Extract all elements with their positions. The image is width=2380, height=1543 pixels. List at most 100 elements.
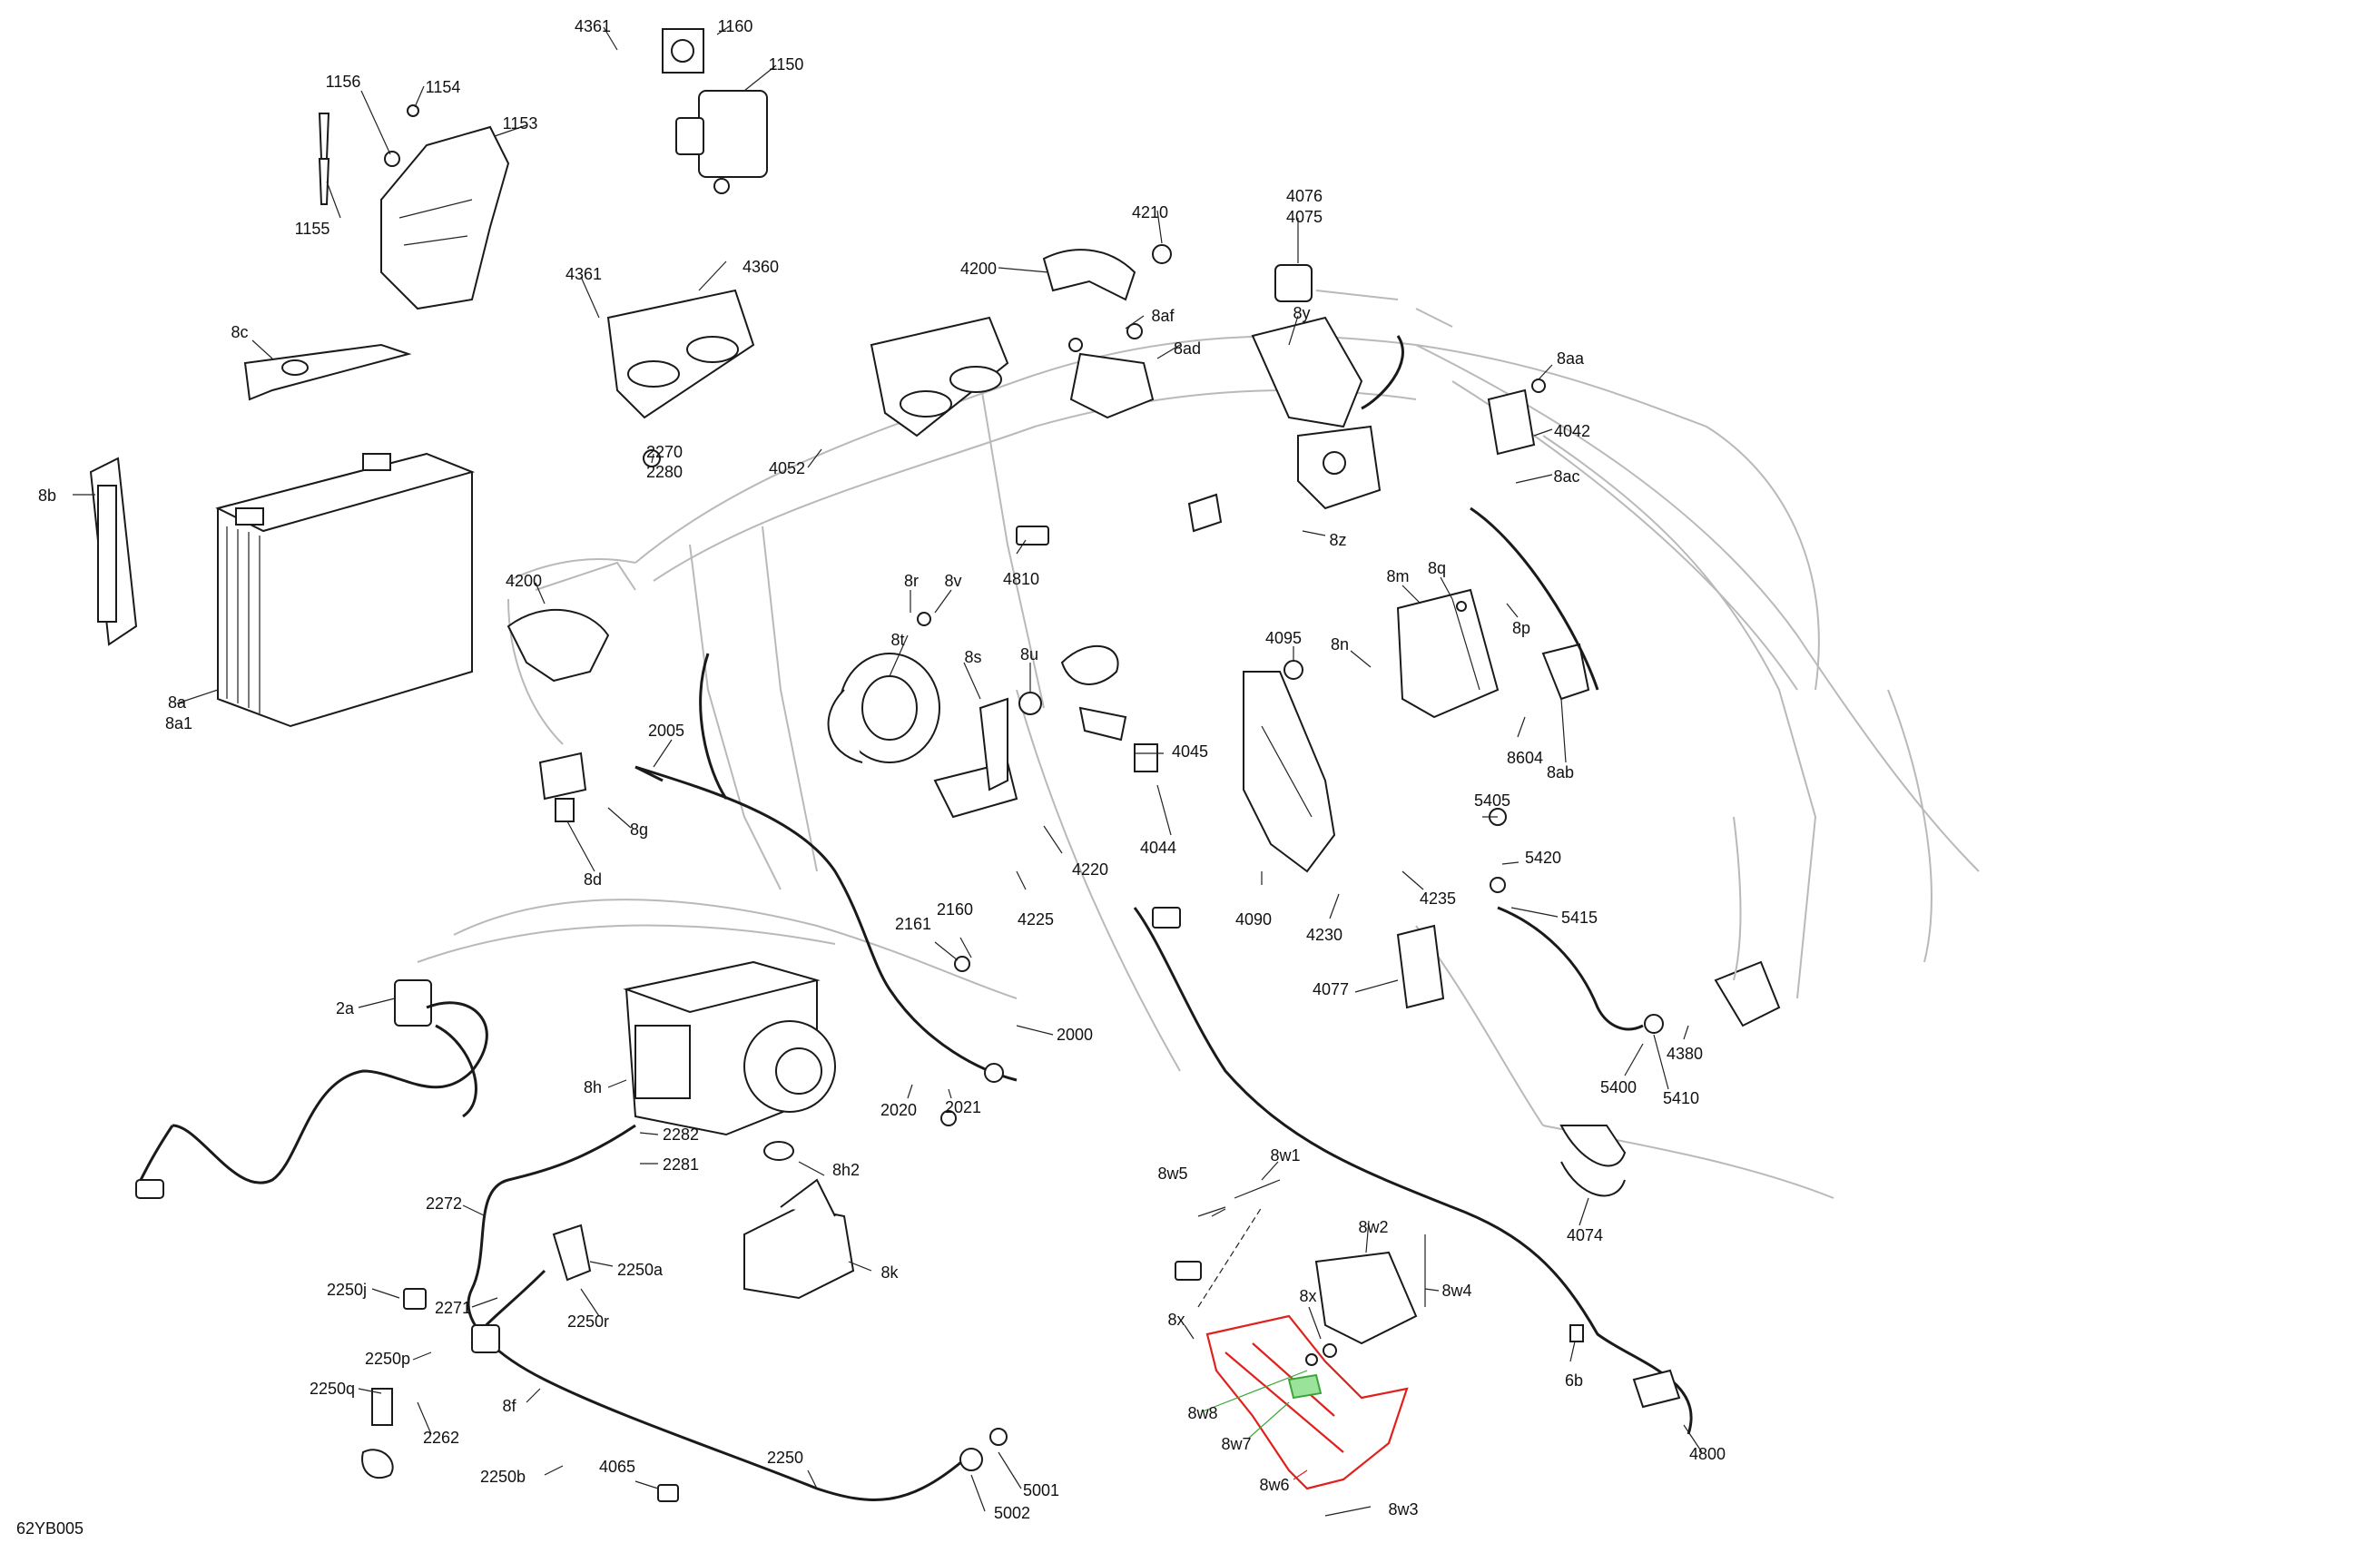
callout-label: 8m — [1386, 567, 1409, 585]
callout-label: 4074 — [1567, 1226, 1603, 1244]
callout-label: 8w1 — [1270, 1146, 1300, 1165]
callout-label: 5002 — [994, 1504, 1030, 1522]
bracket-8k — [743, 1178, 855, 1300]
clip-4045 — [1078, 706, 1158, 772]
callout-label: 5001 — [1023, 1481, 1059, 1499]
callout-label: 8a1 — [165, 714, 192, 732]
callout-label: 2021 — [945, 1098, 981, 1116]
callout-label: 8u — [1020, 645, 1038, 663]
callout-label: 4800 — [1689, 1445, 1726, 1463]
callout-label: 2250r — [567, 1312, 609, 1331]
callout-label: 8c — [231, 323, 248, 341]
callout-label: 8d — [584, 870, 602, 889]
sensor-cable-4800 — [1133, 907, 1693, 1435]
connector-4810 — [1016, 493, 1223, 545]
callout-label: 2271 — [435, 1299, 471, 1317]
callout-label: 4210 — [1132, 203, 1168, 221]
callout-label: 4380 — [1667, 1045, 1703, 1063]
callout-label: 2280 — [646, 463, 683, 481]
bracket-4090 — [1243, 660, 1336, 873]
callout-label: 1156 — [326, 73, 361, 91]
callout-label: 4225 — [1018, 910, 1054, 929]
callout-label: 4235 — [1420, 889, 1456, 908]
callout-labels: 4361 1160 1150 1156 1154 1153 1155 4210 … — [38, 17, 1726, 1522]
cable-2000 — [634, 653, 1018, 1126]
callout-label: 2282 — [663, 1125, 699, 1144]
callout-label: 4361 — [575, 17, 611, 35]
callout-label: 2160 — [937, 900, 973, 919]
callout-label: 6b — [1565, 1371, 1583, 1390]
callout-label: 4220 — [1072, 860, 1108, 879]
callout-label: 4065 — [599, 1458, 635, 1476]
bracket-4077 — [1396, 924, 1445, 1009]
harness-2250 — [361, 1124, 1008, 1502]
callout-label: 4810 — [1003, 570, 1039, 588]
callout-label: 2020 — [880, 1101, 917, 1119]
callout-label: 2281 — [663, 1155, 699, 1174]
callout-label: 2270 — [646, 443, 683, 461]
callout-label: 4360 — [743, 258, 779, 276]
callout-label: 4200 — [960, 260, 997, 278]
callout-label: 5420 — [1525, 849, 1561, 867]
callout-label: 8ab — [1547, 763, 1574, 781]
battery-8a — [215, 452, 476, 728]
callout-label: 8w2 — [1358, 1218, 1388, 1236]
cable-5400 — [1489, 808, 1664, 1034]
callout-label: 8s — [964, 648, 981, 666]
callout-label: 8t — [890, 631, 904, 649]
callout-label: 8w3 — [1388, 1500, 1418, 1518]
module-4360 — [606, 289, 755, 467]
callout-label: 4230 — [1306, 926, 1342, 944]
callout-label: 8v — [944, 572, 961, 590]
callout-label: 8z — [1329, 531, 1346, 549]
bracket-8w-highlight — [1175, 1179, 1426, 1490]
callout-label: 2005 — [648, 722, 684, 740]
callout-label: 2250p — [365, 1350, 410, 1368]
leader-lines — [73, 25, 1703, 1517]
callout-label: 8b — [38, 486, 56, 505]
callout-label: 4045 — [1172, 742, 1208, 761]
figure-code: 62YB005 — [16, 1519, 84, 1538]
clip-4074 — [1559, 1125, 1627, 1197]
vehicle-frame-outline — [417, 335, 1980, 1199]
connector-4042 — [1487, 378, 1546, 456]
callout-label: 4076 — [1286, 187, 1323, 205]
callout-label: 8604 — [1507, 749, 1543, 767]
callout-label: 8n — [1331, 635, 1349, 654]
callout-label: 2250b — [480, 1468, 526, 1486]
callout-label: 8w7 — [1221, 1435, 1251, 1453]
callout-label: 8ac — [1553, 467, 1579, 486]
bracket-4200-lower — [506, 561, 636, 683]
callout-label: 1154 — [426, 78, 461, 96]
callout-label: 8r — [904, 572, 919, 590]
actuator-8y — [1251, 264, 1453, 510]
callout-label: 8x — [1299, 1287, 1316, 1305]
callout-label: 8h2 — [832, 1161, 860, 1179]
callout-label: 1150 — [769, 55, 804, 74]
strap-8b — [89, 457, 138, 646]
connector-8ab — [1470, 506, 1599, 701]
bracket-1153 — [318, 104, 510, 310]
callout-label: 4044 — [1140, 839, 1176, 857]
callout-label: 2250j — [327, 1281, 367, 1299]
callout-label: 4090 — [1235, 910, 1272, 929]
sensor-8ad — [1068, 323, 1155, 419]
callout-label: 8aa — [1557, 349, 1585, 368]
callout-label: 4077 — [1313, 980, 1349, 998]
callout-label: 8f — [502, 1397, 516, 1415]
callout-label: 8w5 — [1157, 1165, 1187, 1183]
callout-label: 8h — [584, 1078, 602, 1096]
callout-label: 1155 — [295, 220, 330, 238]
callout-label: 2250q — [310, 1380, 355, 1398]
clip-4380 — [1714, 816, 1781, 1027]
callout-label: 8w8 — [1187, 1404, 1217, 1422]
callout-label: 4075 — [1286, 208, 1323, 226]
harness-2a — [134, 979, 488, 1199]
callout-label: 8w6 — [1259, 1476, 1289, 1494]
callout-label: 4200 — [506, 572, 542, 590]
callout-label: 4042 — [1554, 422, 1590, 440]
callout-label: 8af — [1151, 307, 1175, 325]
callout-label: 2272 — [426, 1194, 462, 1213]
module-4200-upper — [870, 244, 1172, 437]
